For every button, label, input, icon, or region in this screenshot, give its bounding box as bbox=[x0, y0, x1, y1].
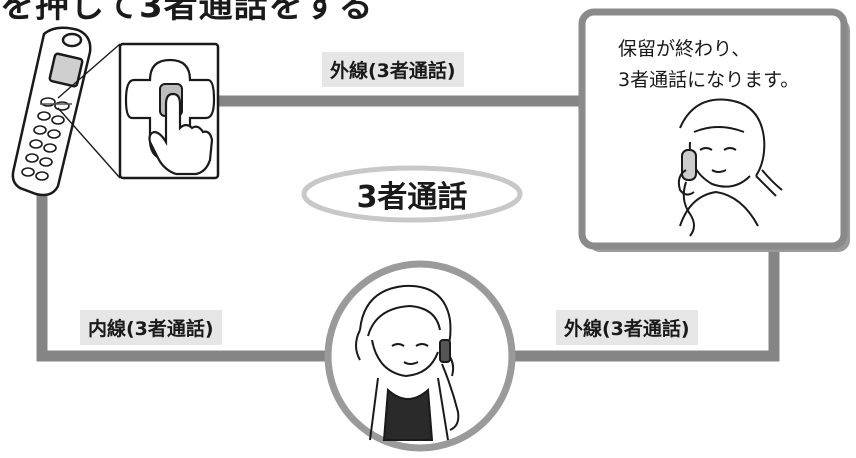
page-heading: を押して3者通話をする bbox=[0, 0, 374, 26]
callout-line-1: 保留が終わり、 bbox=[618, 38, 751, 60]
left-inside-line bbox=[36, 186, 340, 362]
callout-line-2: 3者通話になります。 bbox=[618, 69, 800, 91]
line-label-bottom-outside: 外線(3者通話) bbox=[556, 310, 698, 345]
right-outside-line bbox=[506, 240, 780, 362]
pointing-hand-icon bbox=[148, 92, 214, 176]
center-ellipse bbox=[301, 165, 523, 223]
line-label-top-outside: 外線(3者通話) bbox=[322, 52, 464, 87]
zoom-indicator bbox=[57, 43, 121, 179]
callout-text: 保留が終わり、 3者通話になります。 bbox=[618, 34, 799, 96]
cordless-handset-icon bbox=[11, 26, 92, 197]
center-label: 3者通話 bbox=[356, 180, 468, 215]
center-label-wrap: 3者通話 bbox=[302, 166, 522, 222]
line-label-bottom-inside: 内線(3者通話) bbox=[80, 310, 222, 345]
woman-on-phone-icon bbox=[677, 98, 783, 237]
connection-lines bbox=[36, 95, 780, 362]
woman-on-mobile-icon bbox=[355, 284, 460, 441]
